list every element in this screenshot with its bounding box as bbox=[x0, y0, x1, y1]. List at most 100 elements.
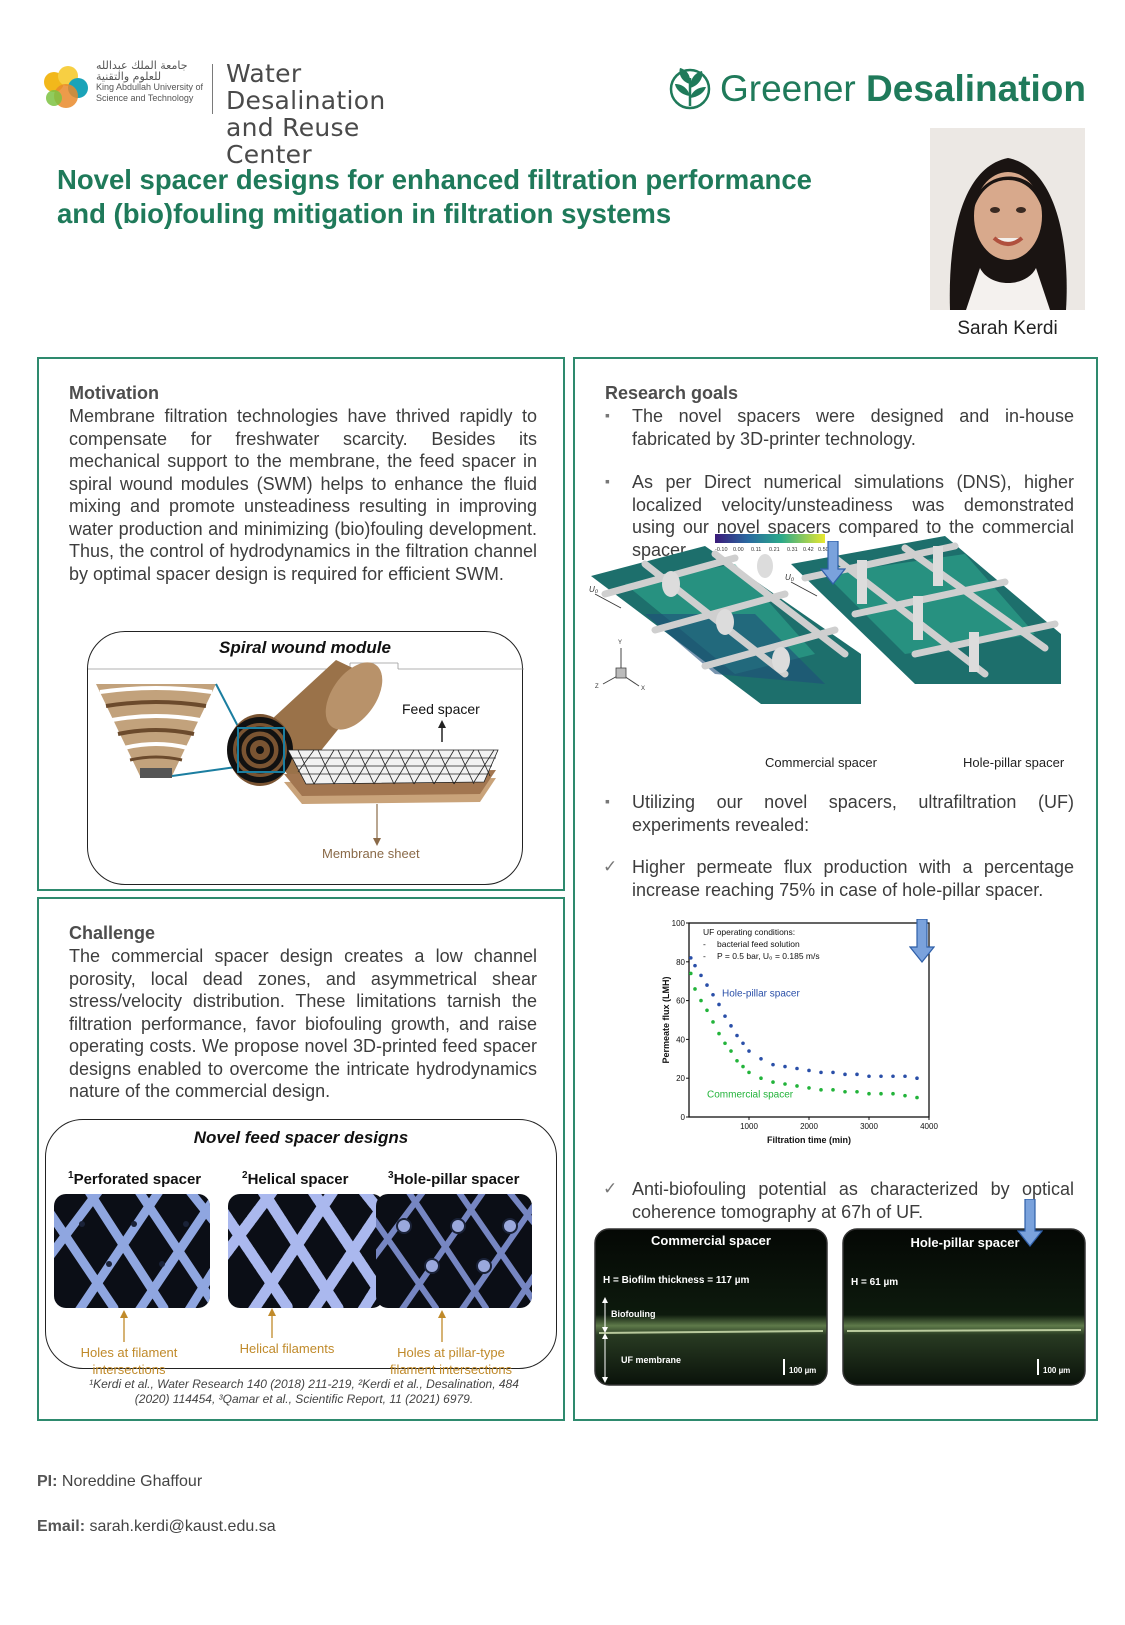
contact-email: Email: sarah.kerdi@kaust.edu.sa bbox=[37, 1518, 276, 1536]
design-callout-arrows bbox=[120, 1308, 446, 1342]
data-point-hole-pillar bbox=[759, 1057, 763, 1061]
data-point-hole-pillar bbox=[729, 1024, 733, 1028]
logo-divider bbox=[212, 64, 213, 114]
dns-caption-commercial: Commercial spacer bbox=[765, 755, 877, 770]
oct-left-title: Commercial spacer bbox=[651, 1233, 771, 1248]
data-point-commercial bbox=[891, 1091, 895, 1096]
helical-spacer-image bbox=[228, 1194, 384, 1308]
data-point-commercial bbox=[819, 1088, 823, 1092]
data-point-hole-pillar bbox=[693, 963, 697, 968]
author-photo bbox=[930, 128, 1085, 310]
colorbar-tick: 0.50 bbox=[818, 547, 829, 553]
references-line2: (2020) 114454, ³Qamar et al., Scientific… bbox=[134, 1392, 474, 1406]
colorbar-tick: 0.11 bbox=[751, 547, 761, 553]
data-point-commercial bbox=[705, 1008, 709, 1013]
y-tick-label: 0 bbox=[681, 1113, 686, 1122]
data-point-commercial bbox=[843, 1089, 847, 1094]
data-point-commercial bbox=[693, 987, 697, 991]
challenge-panel: Challenge The commercial spacer design c… bbox=[37, 897, 565, 1421]
data-point-hole-pillar bbox=[705, 983, 709, 987]
data-point-commercial bbox=[759, 1076, 763, 1080]
chart-annotation-line2: P = 0.5 bar, U₀ = 0.185 m/s bbox=[717, 951, 820, 961]
research-goals-panel: Research goals ▪ The novel spacers were … bbox=[573, 357, 1098, 1421]
colorbar-tick: 0.42 bbox=[803, 547, 814, 553]
result-flux: Higher permeate flux production with a p… bbox=[632, 857, 1074, 900]
center-name: Water Desalination and Reuse Center bbox=[226, 60, 450, 168]
title-line1: Novel spacer designs for enhanced filtra… bbox=[57, 164, 812, 195]
checkmark-icon: ✓ bbox=[603, 857, 618, 876]
highlight-arrow-icon bbox=[909, 919, 935, 963]
colorbar-tick: 0.00 bbox=[733, 547, 744, 553]
data-point-hole-pillar bbox=[699, 973, 703, 978]
membrane-sheet-label: Membrane sheet bbox=[322, 846, 420, 861]
data-point-hole-pillar bbox=[915, 1076, 919, 1080]
hole-pillar-spacer-image bbox=[376, 1194, 532, 1308]
svg-text:X: X bbox=[641, 686, 645, 692]
data-point-commercial bbox=[723, 1041, 727, 1046]
chart-annotation-title: UF operating conditions: bbox=[703, 927, 795, 937]
challenge-text: The commercial spacer design creates a l… bbox=[69, 946, 537, 1101]
data-point-commercial bbox=[735, 1058, 739, 1063]
email-value[interactable]: sarah.kerdi@kaust.edu.sa bbox=[89, 1518, 276, 1535]
oct-figure: Commercial spacer Hole-pillar spacer H =… bbox=[593, 1199, 1093, 1387]
oct-biofouling-label: Biofouling bbox=[611, 1309, 656, 1319]
data-point-commercial bbox=[831, 1088, 835, 1092]
highlight-arrow-icon bbox=[820, 541, 846, 585]
colorbar-tick: -0.10 bbox=[715, 547, 728, 553]
data-point-hole-pillar bbox=[747, 1049, 751, 1053]
data-point-commercial bbox=[855, 1089, 859, 1094]
oct-left-thickness: H = Biofilm thickness = 117 µm bbox=[603, 1275, 749, 1286]
y-tick-label: 40 bbox=[676, 1035, 685, 1044]
data-point-hole-pillar bbox=[717, 1002, 721, 1007]
goal-bullet-dns: As per Direct numerical simulations (DNS… bbox=[632, 472, 1074, 560]
data-point-commercial bbox=[783, 1082, 787, 1086]
data-point-hole-pillar bbox=[783, 1064, 787, 1069]
spiral-wound-module-title: Spiral wound module bbox=[219, 638, 391, 657]
data-point-commercial bbox=[741, 1064, 745, 1069]
pi-label: PI: bbox=[37, 1473, 58, 1490]
x-tick-label: 2000 bbox=[800, 1122, 818, 1131]
data-point-commercial bbox=[771, 1080, 775, 1084]
novel-designs-title: Novel feed spacer designs bbox=[193, 1128, 409, 1147]
x-axis-label: Filtration time (min) bbox=[767, 1135, 851, 1145]
svg-text:Y: Y bbox=[618, 640, 622, 646]
colorbar bbox=[715, 534, 825, 543]
dns-caption-hole-pillar: Hole-pillar spacer bbox=[963, 755, 1065, 770]
center-name-line2: and Reuse Center bbox=[226, 113, 360, 169]
data-point-hole-pillar bbox=[807, 1068, 811, 1073]
brand-bold: Desalination bbox=[866, 68, 1087, 109]
kaust-logo: جامعة الملك عبدالله للعلوم والتقنية King… bbox=[40, 58, 450, 168]
feed-spacer-label: Feed spacer bbox=[402, 701, 480, 717]
data-point-commercial bbox=[879, 1091, 883, 1096]
spiral-wound-module-illustration: Feed spacer Membrane sheet bbox=[88, 660, 524, 861]
data-point-hole-pillar bbox=[843, 1072, 847, 1077]
pi-name: Noreddine Ghaffour bbox=[61, 1473, 203, 1490]
research-goals-heading: Research goals bbox=[605, 383, 739, 403]
brand-name: Greener Desalination bbox=[720, 68, 1086, 110]
data-point-commercial bbox=[711, 1020, 715, 1024]
data-point-hole-pillar bbox=[867, 1074, 871, 1079]
x-tick-label: 1000 bbox=[740, 1122, 758, 1131]
data-point-commercial bbox=[689, 971, 693, 976]
y-tick-label: 100 bbox=[672, 919, 686, 928]
oct-membrane-label: UF membrane bbox=[621, 1355, 681, 1365]
portrait-image bbox=[930, 128, 1085, 310]
kaust-arabic-line2: للعلوم والتقنية bbox=[96, 70, 162, 83]
principal-investigator: PI: Noreddine Ghaffour bbox=[37, 1473, 202, 1491]
y-axis-label: Permeate flux (LMH) bbox=[661, 976, 671, 1063]
goal-bullet-3d-printing: The novel spacers were designed and in-h… bbox=[632, 406, 1074, 449]
square-bullet-icon: ▪ bbox=[605, 473, 610, 489]
brand-light: Greener bbox=[720, 68, 867, 109]
data-point-hole-pillar bbox=[855, 1072, 859, 1077]
result-antibiofouling: Anti-biofouling potential as characteriz… bbox=[632, 1179, 1074, 1222]
spiral-wound-module-figure: Feed spacer Membrane sheet Spiral wound … bbox=[87, 631, 524, 885]
colorbar-tick: 0.31 bbox=[787, 547, 798, 553]
data-point-hole-pillar bbox=[735, 1033, 739, 1038]
data-point-hole-pillar bbox=[903, 1074, 907, 1079]
data-point-hole-pillar bbox=[723, 1014, 727, 1018]
data-point-commercial bbox=[747, 1070, 751, 1075]
data-point-commercial bbox=[717, 1031, 721, 1036]
data-point-commercial bbox=[795, 1084, 799, 1088]
kaust-english-line1: King Abdullah University of bbox=[96, 82, 204, 92]
kaust-arabic-line1: جامعة الملك عبدالله bbox=[96, 59, 188, 72]
